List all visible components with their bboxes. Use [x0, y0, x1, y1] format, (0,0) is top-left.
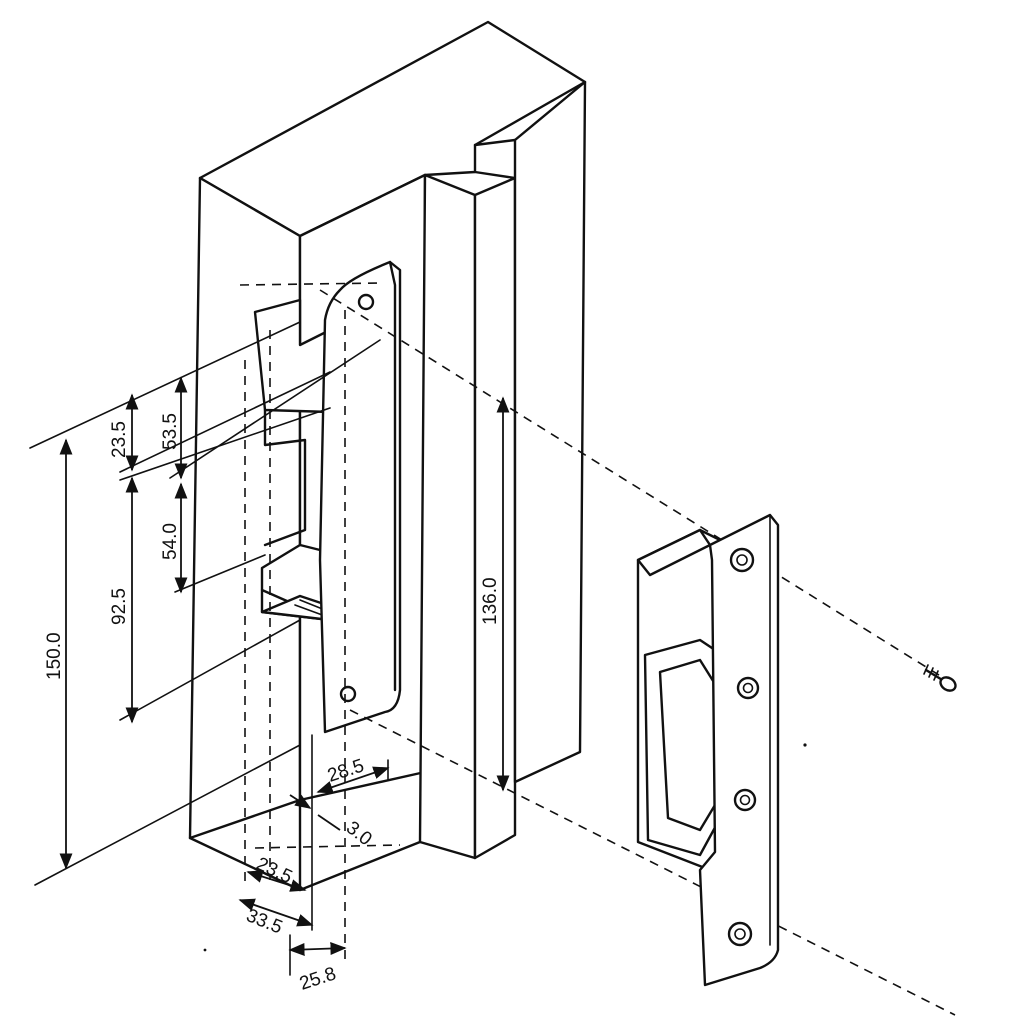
electric-strike-unit: [636, 513, 780, 987]
stray-marks: [203, 743, 807, 952]
dim-92-5: 92.5: [109, 588, 130, 625]
dimension-lines: [29, 321, 510, 976]
screw-icon: [923, 664, 957, 692]
dim-53-5: 53.5: [160, 413, 181, 450]
dim-136: 136.0: [480, 577, 501, 625]
faceplate-on-frame: [318, 260, 402, 734]
dim-150: 150.0: [44, 632, 65, 680]
dim-33-5: 33.5: [243, 905, 285, 938]
dim-23-5-bottom: 23.5: [253, 853, 295, 888]
alignment-lines: [239, 282, 956, 1016]
dim-54: 54.0: [160, 523, 181, 560]
dim-23-5-top: 23.5: [109, 421, 130, 458]
dim-25-8: 25.8: [297, 963, 339, 994]
